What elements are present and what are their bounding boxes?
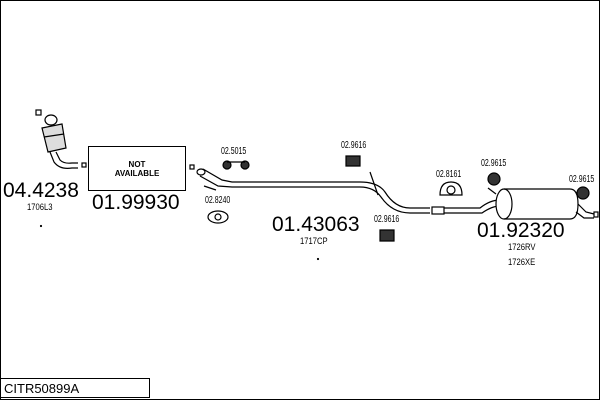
hanger-02-9615-rear-icon bbox=[576, 186, 590, 200]
accessory-number: 02.8161 bbox=[436, 169, 462, 180]
hanger-02-9616-bottom-icon bbox=[379, 229, 395, 242]
part-number: 01.92320 bbox=[477, 219, 565, 242]
part-ref: 1726RV bbox=[508, 242, 536, 252]
accessory-number: 02.9616 bbox=[341, 140, 367, 151]
part-ref: 1706L3 bbox=[27, 202, 53, 212]
accessory-number: 02.9616 bbox=[374, 214, 400, 225]
hanger-02-8240-icon bbox=[207, 210, 229, 224]
accessory-number: 02.8240 bbox=[205, 195, 231, 206]
status-line: AVAILABLE bbox=[114, 168, 160, 178]
front-pipe-drawing bbox=[189, 164, 445, 215]
accessory-number: 02.9615 bbox=[481, 158, 507, 169]
part-number: 04.4238 bbox=[3, 179, 79, 202]
part-ref: 1717CP bbox=[300, 236, 328, 246]
hanger-02-5015-icon bbox=[222, 160, 250, 170]
dot-marker bbox=[39, 224, 43, 228]
accessory-number: 02.5015 bbox=[221, 146, 247, 157]
catalytic-converter-drawing bbox=[35, 109, 87, 169]
part-number: 01.43063 bbox=[272, 213, 360, 236]
accessory-number: 02.9615 bbox=[569, 174, 595, 185]
hanger-02-9616-top-icon bbox=[345, 155, 361, 167]
part-ref: 1726XE bbox=[508, 257, 536, 267]
hanger-02-8161-icon bbox=[439, 181, 463, 196]
dot-marker bbox=[316, 257, 320, 261]
diagram-code: CITR50899A bbox=[0, 378, 150, 398]
hanger-02-9615-mid-icon bbox=[487, 172, 501, 186]
not-available-box: NOT AVAILABLE bbox=[88, 146, 186, 191]
status-line: NOT bbox=[128, 159, 146, 169]
part-number: 01.99930 bbox=[92, 191, 180, 214]
rear-muffler-drawing bbox=[444, 187, 599, 220]
